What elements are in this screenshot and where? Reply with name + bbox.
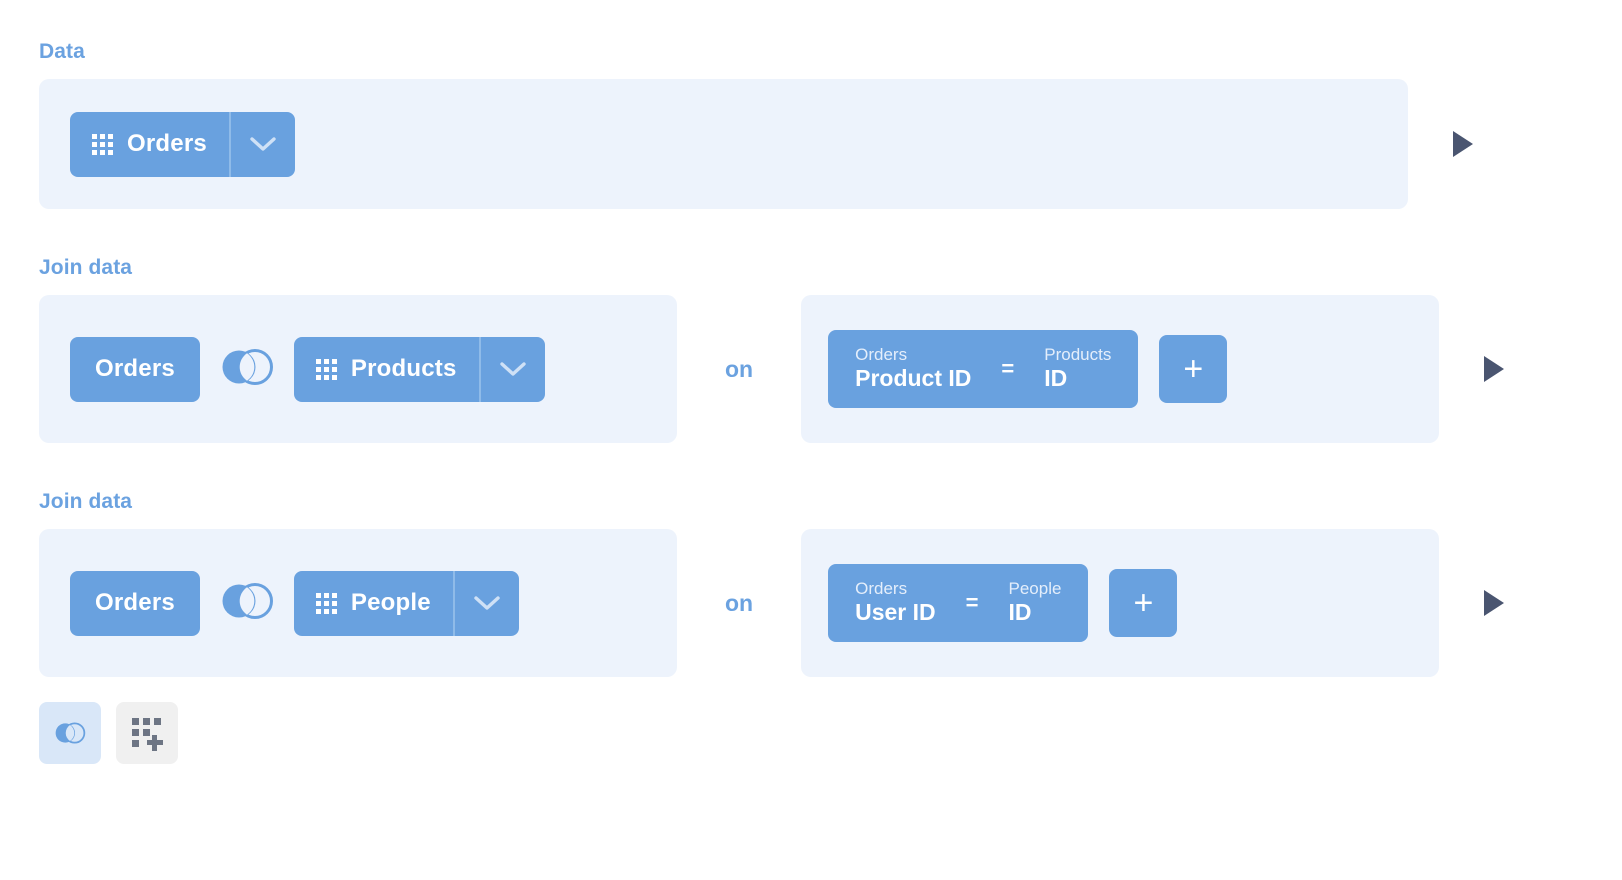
step-toolbar [39,702,1622,764]
join-left-table-button-people[interactable]: Orders [70,570,200,636]
join-condition-left-table-products: Orders [855,345,908,365]
chevron-down-icon [250,137,276,151]
join-condition-left-people: Orders User ID [855,579,936,626]
join-right-table-dropdown-products[interactable] [478,336,545,402]
venn-join-icon [55,722,86,744]
run-step-button-join-products[interactable] [1484,356,1505,382]
data-source-dropdown-button[interactable] [228,111,295,177]
data-step-row: Orders [0,79,1622,209]
join-step-row-people: Orders People [0,529,1622,677]
run-step-button-data[interactable] [1453,131,1473,157]
run-step-button-join-people[interactable] [1484,590,1505,616]
join-on-label-products: on [725,356,754,382]
join-step-row-products: Orders Products [0,295,1622,443]
join-step-section-products: Join data Orders [0,209,1622,443]
join-right-table-dropdown-people[interactable] [452,570,519,636]
join-condition-button-people[interactable]: Orders User ID = People ID [828,564,1089,642]
join-right-table-button-people[interactable]: People [293,570,519,636]
table-grid-icon [315,592,337,614]
data-source-panel: Orders [39,79,1408,209]
join-condition-operator-products: = [1001,356,1015,381]
join-tables-panel-people: Orders People [39,529,677,677]
join-condition-right-people: People ID [1009,579,1062,626]
add-join-condition-button-products[interactable]: + [1159,335,1228,403]
join-condition-panel-products: Orders Product ID = Products ID + [801,295,1440,443]
join-tables-panel-products: Orders Products [39,295,677,443]
section-heading-join-people: Join data [39,490,133,513]
grid-plus-icon [132,718,163,751]
add-data-step-button[interactable] [116,702,178,764]
join-condition-operator-people: = [965,590,979,615]
table-grid-icon [315,358,337,380]
join-condition-left-column-products: Product ID [855,365,972,392]
join-condition-right-table-products: Products [1044,345,1112,365]
join-condition-right-products: Products ID [1044,345,1111,392]
join-on-label-people: on [725,590,754,616]
join-left-table-label-products: Orders [95,355,175,382]
join-condition-right-table-people: People [1008,579,1062,599]
chevron-down-icon [499,362,526,376]
table-grid-icon [92,133,113,155]
add-join-step-button[interactable] [39,702,101,764]
join-right-table-label-people: People [350,589,431,616]
join-left-table-button-products[interactable]: Orders [70,336,200,402]
join-right-table-main-products[interactable]: Products [294,337,479,402]
data-source-main[interactable]: Orders [70,112,229,177]
join-condition-right-column-products: ID [1044,365,1068,392]
join-condition-button-products[interactable]: Orders Product ID = Products ID [828,330,1139,408]
data-source-label: Orders [127,130,207,157]
section-heading-join-products: Join data [39,256,133,279]
join-condition-left-table-people: Orders [855,579,908,599]
join-right-table-main-people[interactable]: People [294,571,453,636]
data-source-button[interactable]: Orders [70,111,295,177]
join-condition-left-products: Orders Product ID [855,345,971,392]
venn-left-join-icon-people[interactable] [218,579,276,628]
join-right-table-button-products[interactable]: Products [293,336,545,402]
chevron-down-icon [474,596,500,610]
join-condition-left-column-people: User ID [855,599,936,626]
join-condition-panel-people: Orders User ID = People ID + [801,529,1440,677]
join-condition-right-column-people: ID [1008,599,1032,626]
venn-left-join-icon-products[interactable] [218,345,276,394]
join-right-table-label-products: Products [350,355,457,382]
section-heading-data: Data [39,40,85,63]
data-step-section: Data Orders [0,0,1622,209]
add-join-condition-button-people[interactable]: + [1109,569,1178,637]
join-left-table-label-people: Orders [95,589,175,616]
join-step-section-people: Join data Orders [0,443,1622,677]
